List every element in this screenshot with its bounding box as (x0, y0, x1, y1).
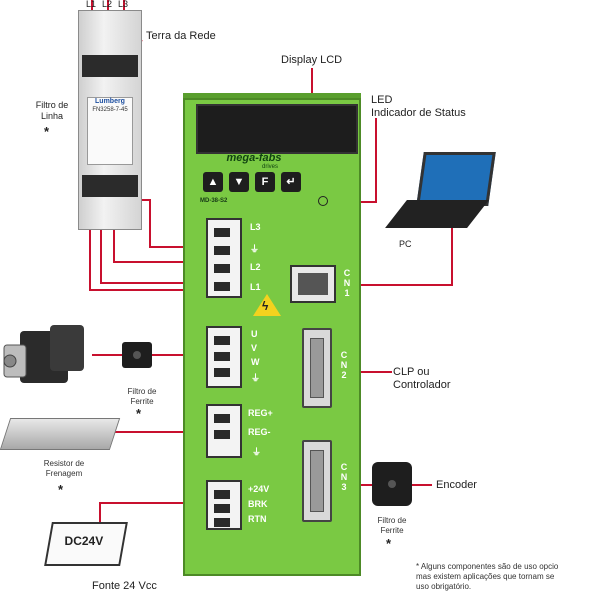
power-pin-label: ⏚ (250, 244, 260, 254)
aux-pin (214, 518, 230, 527)
power-pin (214, 246, 230, 255)
cn1-rj45-port[interactable] (290, 265, 336, 303)
drive-top-cap (183, 93, 361, 101)
drive-model: MD-38-S2 (200, 198, 228, 204)
footnote-star: * (416, 562, 420, 571)
psu-label: Fonte 24 Vcc (92, 580, 157, 592)
aux-pin-label: RTN (248, 514, 267, 524)
cn3-dsub-port[interactable] (302, 440, 332, 522)
high-voltage-warning-icon (253, 294, 281, 316)
phase-label-l1: L1 (86, 0, 97, 9)
regen-pin-label: REG- (248, 427, 271, 437)
regen-pin-label: REG+ (248, 408, 273, 418)
footnote: * Alguns componentes são de uso opcio ma… (416, 562, 559, 591)
power-pin (214, 264, 230, 273)
aux-pin (214, 490, 230, 499)
aux-pin (214, 504, 230, 513)
motor-pin-label: U (251, 329, 258, 339)
regen-pin (214, 430, 230, 439)
encoder-label: Encoder (436, 479, 477, 491)
line-filter-star: * (44, 124, 50, 139)
status-led (318, 196, 328, 206)
cn2-dsub-port[interactable] (302, 328, 332, 408)
filter-nameplate: Lumberg FN3258-7-45 (87, 97, 133, 165)
aux-24v-connector (206, 480, 242, 530)
drive-brand-sub: drives (262, 164, 279, 170)
brake-resistor (0, 418, 121, 450)
power-pin (214, 282, 230, 291)
warning-bolt-icon: ϟ (262, 299, 269, 313)
brake-resistor-star: * (58, 482, 64, 497)
power-pin-label: L3 (250, 222, 261, 232)
motor-pin-label: V (251, 343, 258, 353)
keypad: ▲ ▼ F ↵ (203, 172, 313, 194)
laptop-screen (416, 152, 496, 206)
power-supply-24v: DC24V (44, 522, 128, 566)
key-function[interactable]: F (255, 172, 275, 192)
wire-psu (99, 502, 210, 527)
power-pin-label: L2 (250, 262, 261, 272)
aux-pin-label: BRK (248, 499, 268, 509)
motor-pin-label: W (251, 357, 260, 367)
encoder-ferrite-icon (372, 462, 412, 506)
drive-brand: mega-fabs (226, 152, 282, 164)
ferrite-motor-star: * (136, 406, 142, 421)
phase-label-l3: L3 (118, 0, 129, 9)
regen-pin-label: ⏚ (252, 447, 262, 457)
line-filter: Lumberg FN3258-7-45 (78, 10, 142, 230)
pc-label: PC (399, 239, 412, 249)
display-label: Display LCD (281, 54, 343, 66)
aux-pin-label: +24V (248, 484, 270, 494)
ferrite-core-motor (122, 342, 152, 368)
filter-brand: Lumberg (95, 98, 125, 105)
motor-pin (214, 368, 230, 377)
filter-model: FN3258-7-45 (92, 107, 128, 113)
power-pin (214, 228, 230, 237)
regen-pin (214, 414, 230, 423)
servo-motor-icon (3, 325, 84, 383)
lcd-display (196, 104, 358, 154)
power-pin-label: L1 (250, 282, 261, 292)
network-ground-label: Terra da Rede (146, 30, 216, 42)
phase-label-l2: L2 (102, 0, 113, 9)
wire-filter-l2 (113, 224, 208, 263)
motor-pin (214, 336, 230, 345)
motor-connector (206, 326, 242, 388)
key-up[interactable]: ▲ (203, 172, 223, 192)
wire-filter-earth (89, 224, 208, 291)
regen-connector (206, 404, 242, 458)
filter-terminal-block-bottom (82, 175, 138, 197)
power-connector (206, 218, 242, 298)
key-enter[interactable]: ↵ (281, 172, 301, 192)
filter-terminal-block-top (82, 55, 138, 77)
motor-pin-label: ⏚ (251, 373, 261, 383)
wire-filter-l1 (100, 224, 208, 284)
ferrite-encoder-star: * (386, 536, 392, 551)
key-down[interactable]: ▼ (229, 172, 249, 192)
motor-pin (214, 352, 230, 361)
